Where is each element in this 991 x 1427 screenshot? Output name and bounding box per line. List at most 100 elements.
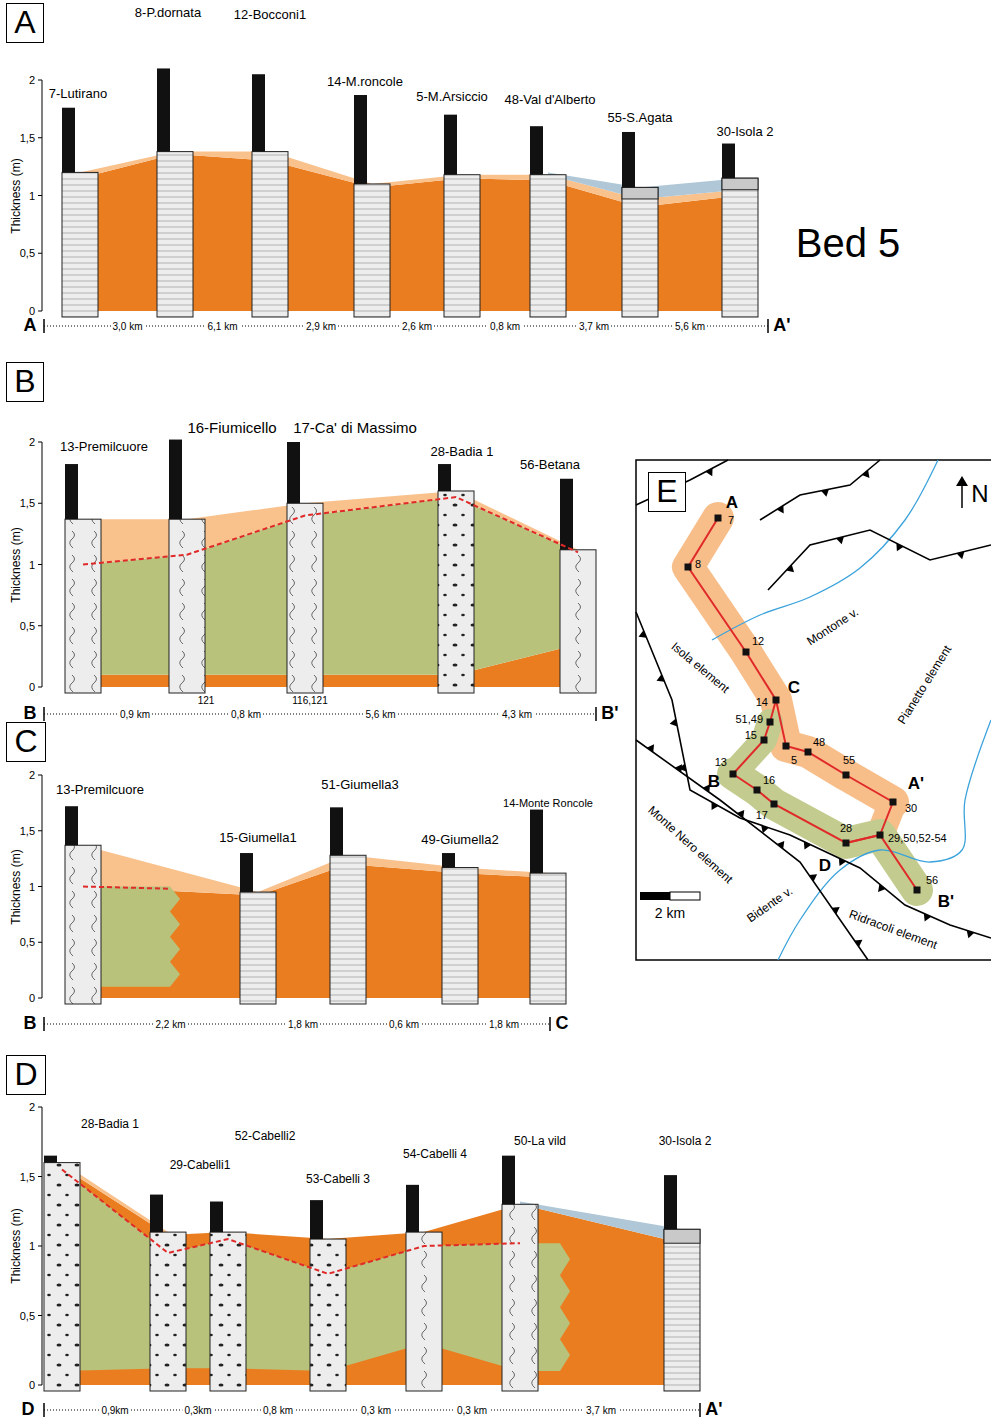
section-name: 16-Fiumicello	[187, 420, 276, 437]
map-label: A	[726, 494, 738, 513]
column-cap	[722, 178, 758, 190]
log-column	[444, 175, 480, 317]
section-name: 14-Monte Roncole	[503, 797, 593, 809]
section-end-letter: A	[24, 316, 37, 336]
scale-bar	[670, 892, 700, 900]
distance-label: 3,7 km	[584, 1405, 618, 1416]
distance-label: 3,0 km	[110, 321, 144, 332]
location-map	[636, 460, 991, 960]
axis-title: Thickness (m)	[10, 849, 23, 924]
section-end-letter: D	[22, 1400, 35, 1420]
distance-label: 5,6 km	[673, 321, 707, 332]
distance-label: 0,6 km	[387, 1019, 421, 1030]
map-label: Bidente v.	[745, 885, 796, 926]
thrust-tooth	[786, 565, 794, 573]
map-label: N	[971, 481, 988, 507]
axis-title: Thickness (m)	[10, 158, 23, 233]
station-square	[743, 649, 750, 656]
section-name: 54-Cabelli 4	[403, 1148, 467, 1161]
thrust-tooth	[712, 802, 719, 810]
panel-title: Bed 5	[796, 221, 901, 265]
log-column	[169, 519, 205, 693]
log-column	[210, 1232, 246, 1391]
boundary-dash	[83, 497, 578, 564]
shale-bar	[210, 1202, 223, 1233]
map-label: 5	[791, 754, 797, 766]
thrust-tooth	[878, 884, 886, 892]
axis-tick	[38, 625, 42, 626]
log-column	[722, 178, 758, 317]
section-trace	[733, 774, 917, 890]
axis-tick	[38, 830, 42, 831]
thrust-tooth	[854, 940, 862, 947]
thrust-tooth	[777, 841, 784, 849]
tick-label: 0,5	[20, 247, 35, 259]
section-name: 28-Badia 1	[431, 445, 494, 459]
distance-label: 0,3 km	[455, 1405, 489, 1416]
tick-label: 0,5	[20, 620, 35, 632]
section-end-letter: A'	[705, 1400, 722, 1420]
distance-label: 0,9 km	[118, 709, 152, 720]
distance-label: 0,8 km	[229, 709, 263, 720]
boundary-dash	[62, 1170, 520, 1274]
tick-label: 2	[29, 74, 35, 86]
map-label: 28	[840, 822, 852, 834]
tick-label: 1	[29, 1240, 35, 1252]
station-square	[730, 771, 737, 778]
map-label: 29,50,52-54	[888, 832, 947, 844]
shale-bar	[622, 132, 635, 187]
log-column	[65, 845, 101, 1004]
station-square	[843, 772, 850, 779]
bed-fill	[83, 491, 578, 565]
log-column	[530, 873, 566, 1004]
section-name: 5-M.Arsiccio	[416, 90, 488, 104]
log-column	[622, 187, 658, 317]
tick-label: 0	[29, 992, 35, 1004]
station-square	[767, 719, 774, 726]
shale-bar	[44, 1156, 57, 1163]
log-column	[252, 152, 288, 317]
north-arrow	[961, 484, 963, 508]
section-end-letter: B	[24, 704, 37, 724]
end-tick	[699, 1403, 701, 1417]
map-label: 8	[695, 558, 701, 570]
shale-bar	[252, 74, 265, 151]
bed-fill	[520, 1202, 682, 1244]
log-column	[438, 491, 474, 693]
axis-tick	[38, 886, 42, 887]
panel-letter: B	[14, 363, 35, 399]
station-square	[783, 743, 790, 750]
thrust-tooth	[809, 874, 817, 881]
axis-tick	[38, 998, 42, 999]
axis-title: Thickness (m)	[10, 527, 23, 602]
station-square	[914, 887, 921, 894]
log-column	[65, 519, 101, 693]
section-end-letter: A'	[773, 316, 790, 336]
panel-letter-box: C	[6, 722, 46, 762]
section-trace	[846, 802, 893, 843]
map-label: 48	[813, 736, 825, 748]
section-panel	[38, 1107, 700, 1417]
map-label: B	[708, 773, 720, 792]
panel-letter-box: E	[648, 472, 686, 512]
panel-letter-box: D	[6, 1055, 46, 1095]
map-label: Pianetto element	[896, 643, 955, 726]
shale-bar	[722, 144, 735, 179]
tick-label: 1,5	[20, 497, 35, 509]
section-name: 13-Premilcuore	[60, 440, 148, 454]
thrust-tooth	[705, 468, 712, 476]
map-label: 56	[926, 874, 938, 886]
axis-tick	[38, 137, 42, 138]
panel-letter-box: A	[6, 3, 44, 43]
section-panel	[38, 775, 566, 1031]
map-label: 2 km	[655, 906, 685, 921]
section-end-letter: B'	[601, 704, 618, 724]
section-name: 13-Premilcuore	[56, 783, 144, 797]
thrust-line	[636, 740, 868, 960]
thrust-tooth	[821, 489, 829, 497]
scale-bar	[640, 892, 670, 900]
shale-bar	[354, 95, 367, 184]
distance-label: 2,9 km	[304, 321, 338, 332]
thrust-tooth	[777, 505, 784, 513]
